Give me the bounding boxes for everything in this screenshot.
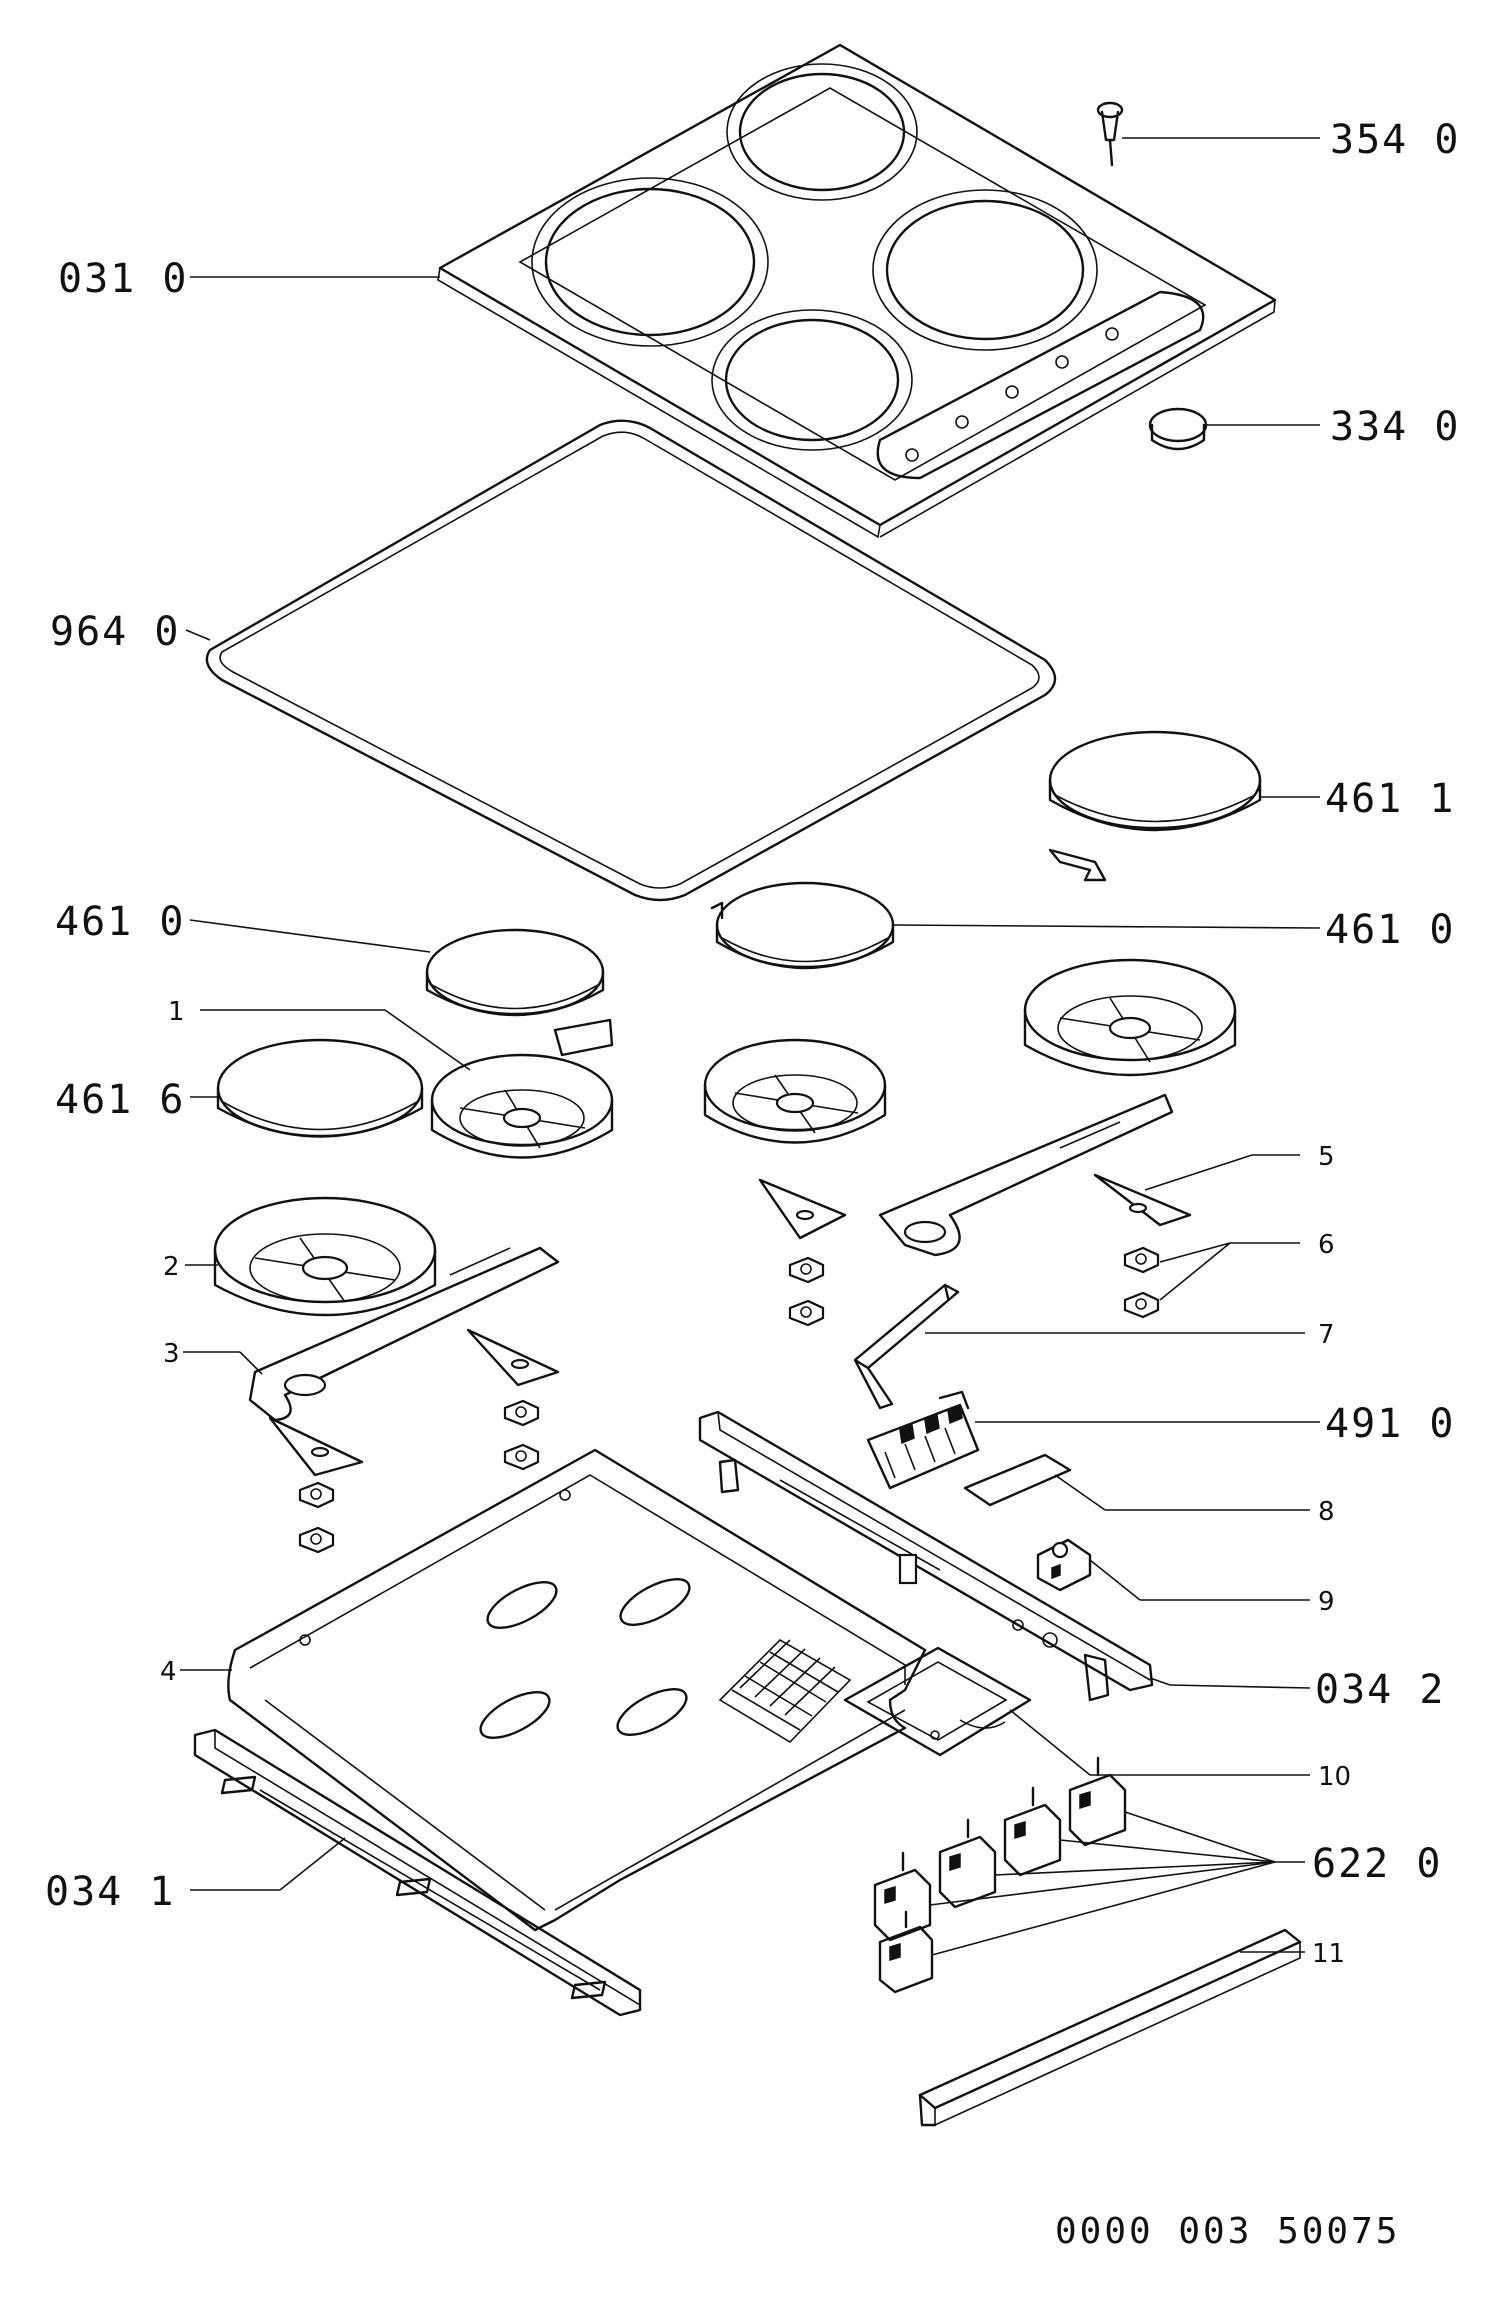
label-461-1: 461 1 [1325, 776, 1455, 822]
leader-034-2b [1169, 1684, 1311, 1689]
label-2: 2 [163, 1252, 180, 1282]
cover-10 [843, 1646, 1032, 1757]
support-ring-2 [703, 1038, 887, 1144]
energy-regulators-622 [873, 1756, 1127, 1994]
label-8: 8 [1318, 1497, 1335, 1527]
label-491-0: 491 0 [1325, 1401, 1455, 1447]
leader-964 [185, 629, 211, 641]
clip-center [758, 1178, 847, 1240]
nuts-6 [298, 1246, 1160, 1554]
leader-6b [1159, 1242, 1231, 1301]
support-ring-2-label-target [213, 1196, 437, 1317]
cover-plate-8 [963, 1453, 1072, 1507]
leader-8 [1054, 1474, 1106, 1511]
label-3: 3 [163, 1339, 180, 1369]
bracket-right [878, 1093, 1174, 1257]
label-461-0-left: 461 0 [55, 899, 185, 945]
support-ring-3 [1023, 958, 1237, 1077]
terminal-block-491 [866, 1390, 980, 1490]
clip-left-1 [466, 1328, 560, 1387]
clip-5-right [1093, 1173, 1192, 1227]
leader-034-1b [279, 1837, 346, 1891]
leader-622e [931, 1861, 1276, 1956]
leader-622a [1124, 1811, 1276, 1863]
rod-7 [853, 1283, 960, 1410]
leader-10 [1009, 1709, 1091, 1776]
bracket-left-3 [248, 1246, 560, 1422]
leader-9 [1089, 1559, 1141, 1601]
support-ring-1 [430, 1053, 614, 1159]
label-5: 5 [1318, 1142, 1335, 1172]
label-461-0-right: 461 0 [1325, 907, 1455, 953]
cooktop-plate-031 [437, 43, 1277, 539]
strip-11 [918, 1928, 1302, 2127]
label-11: 11 [1312, 1939, 1345, 1969]
document-number: 0000 003 50075 [1055, 2211, 1400, 2252]
label-354-0: 354 0 [1330, 117, 1460, 163]
front-rail-034-1 [193, 1728, 642, 2017]
pin-354 [1096, 101, 1124, 167]
leader-622b [1059, 1839, 1276, 1863]
leader-461-0-right [892, 924, 1321, 929]
label-622-0: 622 0 [1312, 1841, 1442, 1887]
label-10: 10 [1318, 1762, 1351, 1792]
hotplate-461-1 [1048, 730, 1262, 882]
knob-334 [1148, 407, 1208, 451]
label-4: 4 [160, 1657, 177, 1687]
leader-1b [384, 1009, 471, 1071]
leader-3b [239, 1351, 263, 1375]
leader-5 [1144, 1154, 1253, 1191]
label-964-0: 964 0 [50, 609, 180, 655]
label-6: 6 [1318, 1230, 1335, 1260]
clip-left-2 [268, 1416, 364, 1477]
hotplate-461-0-right [710, 881, 895, 970]
label-7: 7 [1318, 1320, 1335, 1350]
label-034-1: 034 1 [45, 1869, 175, 1915]
leader-461-0-left [189, 919, 431, 953]
base-tray-4 [227, 1448, 927, 1932]
leader-034-2 [1149, 1677, 1171, 1686]
hotplate-461-6 [216, 1038, 424, 1138]
hotplate-461-0-left [425, 928, 614, 1057]
switch-9 [1036, 1538, 1092, 1592]
label-1: 1 [168, 997, 185, 1027]
label-031-0: 031 0 [58, 256, 188, 302]
leader-6a [1159, 1242, 1231, 1263]
label-034-2: 034 2 [1315, 1667, 1445, 1713]
leader-622c [994, 1861, 1276, 1876]
label-461-6: 461 6 [55, 1077, 185, 1123]
label-334-0: 334 0 [1330, 404, 1460, 450]
gasket-964 [205, 419, 1057, 902]
rear-rail-034-2 [698, 1410, 1154, 1702]
leader-622d [929, 1861, 1276, 1906]
label-9: 9 [1318, 1587, 1335, 1617]
